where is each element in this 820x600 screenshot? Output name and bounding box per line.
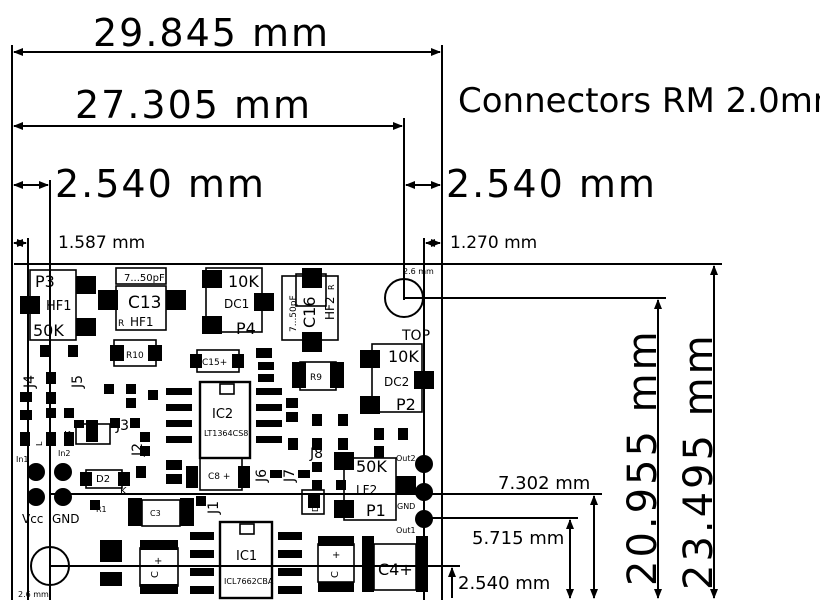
label-hf1-left: HF1 [46,299,72,314]
label-j7: J7 [282,469,298,483]
pad-out1 [415,510,433,528]
mounting-hole-bottom [30,546,70,586]
dim-width-inner: 27.305 mm [75,83,312,127]
label-ic2-part: LT1364CS8 [204,429,248,438]
label-l1: L [48,399,57,404]
label-hf1-mid: HF1 [130,315,154,329]
label-d2: D2 [96,474,110,485]
label-c-left: C [150,571,161,578]
label-top: TOP [401,328,430,344]
label-out1: Out1 [396,526,416,535]
label-r10: R10 [126,351,144,361]
label-ic1: IC1 [236,549,257,564]
label-d3: D3 [86,431,97,440]
label-lf2: LF2 [356,483,377,497]
silkscreen-outlines [29,267,423,600]
label-r1: R1 [96,505,107,514]
label-j5: J5 [70,375,86,389]
label-c13: C13 [128,293,162,313]
pad-out2 [415,455,433,473]
label-l2: L [35,441,44,446]
label-c-mid-plus: + [332,550,340,561]
dim-y-2540: 2.540 mm [458,573,550,594]
label-j1: J1 [206,501,222,515]
label-ic1-part: ICL7662CBA [224,577,274,586]
dim-y-7302: 7.302 mm [498,473,590,494]
mounting-holes [30,278,424,586]
label-r-hf2: R [327,284,336,290]
pad-gnd-left [54,488,72,506]
label-c-left-plus: + [154,556,162,567]
label-j2: J2 [130,443,146,457]
label-c4: C4+ [378,560,413,579]
connectors-note: Connectors RM 2.0mm [458,81,820,121]
label-10k-top: 10K [228,272,259,291]
label-p4: P4 [236,319,256,338]
label-cap-range: 7...50pF [124,273,165,284]
label-c16: C16 [300,296,319,328]
dim-height-total: 23.495 mm [676,332,722,590]
label-dc1: DC1 [224,297,249,311]
label-in1: In1 [16,455,29,464]
mounting-hole-top [384,278,424,318]
dim-height-inner: 20.955 mm [620,328,666,586]
label-r9: R9 [310,373,322,383]
label-p3: P3 [35,272,55,291]
label-c15: C15+ [202,358,227,368]
label-dc2: DC2 [384,375,409,389]
label-j6: J6 [254,469,270,483]
dim-y-5715: 5.715 mm [472,528,564,549]
label-cap-range-v: 7...50pF [289,295,299,332]
pad-in1 [27,463,45,481]
label-gnd-right: GND [397,502,415,511]
label-k-d3: K [64,430,71,441]
pad-gnd-right [415,483,433,501]
label-d1: D1 [311,501,320,512]
dim-edge-right: 1.270 mm [450,233,537,253]
dim-edge-left: 1.587 mm [58,233,145,253]
label-k-d1: K [314,479,320,488]
label-out2: Out2 [396,454,416,463]
silkscreen-labels: P3 HF1 50K 7...50pF C13 R HF1 10K DC1 P4… [16,272,430,586]
label-c8: C8 + [208,472,230,482]
label-hf2: HF2 [323,296,337,320]
pad-vcc [27,488,45,506]
label-gnd-left: GND [52,512,80,526]
label-r-hf1: R [118,319,124,329]
label-50k-left: 50K [33,321,64,340]
label-10k-right: 10K [388,347,419,366]
label-50k-right: 50K [356,457,387,476]
label-c-mid: C [330,571,341,578]
dim-width-total: 29.845 mm [93,11,330,55]
dim-offset-left: 2.540 mm [55,162,266,206]
connector-pads [27,455,433,528]
dim-offset-right: 2.540 mm [446,162,657,206]
hole-top-label: 2.6 mm [403,267,434,276]
label-k-d2: K [120,486,127,497]
label-in2: In2 [58,449,71,458]
hole-bottom-label: 2.6 mm [18,590,49,599]
label-j4: J4 [22,375,38,389]
dimension-labels: 29.845 mm 27.305 mm 2.540 mm 2.540 mm 1.… [18,11,820,599]
label-c3: C3 [150,509,161,518]
label-ic2: IC2 [212,407,233,422]
pad-in2 [54,463,72,481]
label-p2: P2 [396,395,416,414]
label-j3: J3 [115,418,129,434]
label-j8: J8 [309,446,323,462]
label-vcc: Vcc [22,512,43,526]
label-p1: P1 [366,501,386,520]
